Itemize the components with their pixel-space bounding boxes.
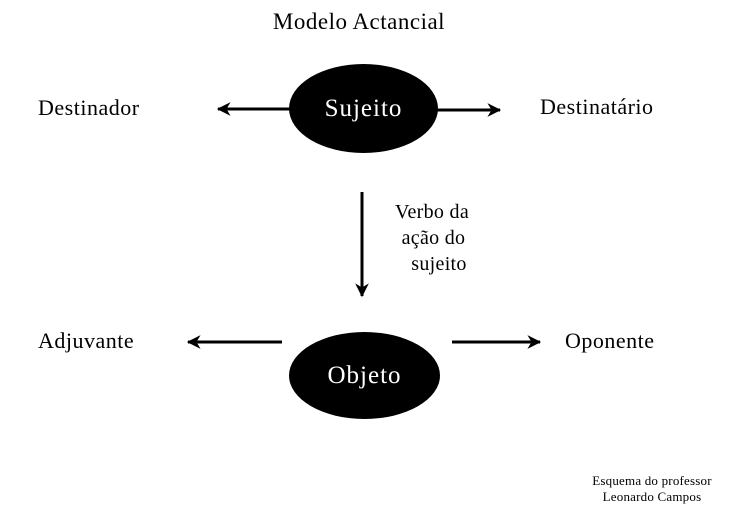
label-destinador: Destinador bbox=[38, 95, 140, 120]
label-oponente: Oponente bbox=[565, 328, 655, 353]
diagram-title: Modelo Actancial bbox=[272, 9, 446, 34]
credit-note: Esquema do professor Leonardo Campos bbox=[568, 473, 736, 505]
credit-line2: Leonardo Campos bbox=[602, 489, 702, 504]
label-adjuvante: Adjuvante bbox=[38, 328, 135, 353]
verb-annotation-line2: ação do bbox=[401, 227, 466, 249]
node-objeto: Objeto bbox=[289, 332, 440, 419]
verb-action-annotation: Verbo da ação do sujeito bbox=[374, 199, 490, 277]
label-destinatario: Destinatário bbox=[540, 94, 654, 119]
node-sujeito-label: Sujeito bbox=[324, 94, 403, 122]
node-sujeito: Sujeito bbox=[289, 64, 438, 153]
verb-annotation-line1: Verbo da bbox=[394, 201, 470, 223]
credit-line1: Esquema do professor bbox=[592, 473, 712, 488]
node-objeto-label: Objeto bbox=[327, 361, 402, 389]
verb-annotation-line3: sujeito bbox=[411, 253, 467, 275]
